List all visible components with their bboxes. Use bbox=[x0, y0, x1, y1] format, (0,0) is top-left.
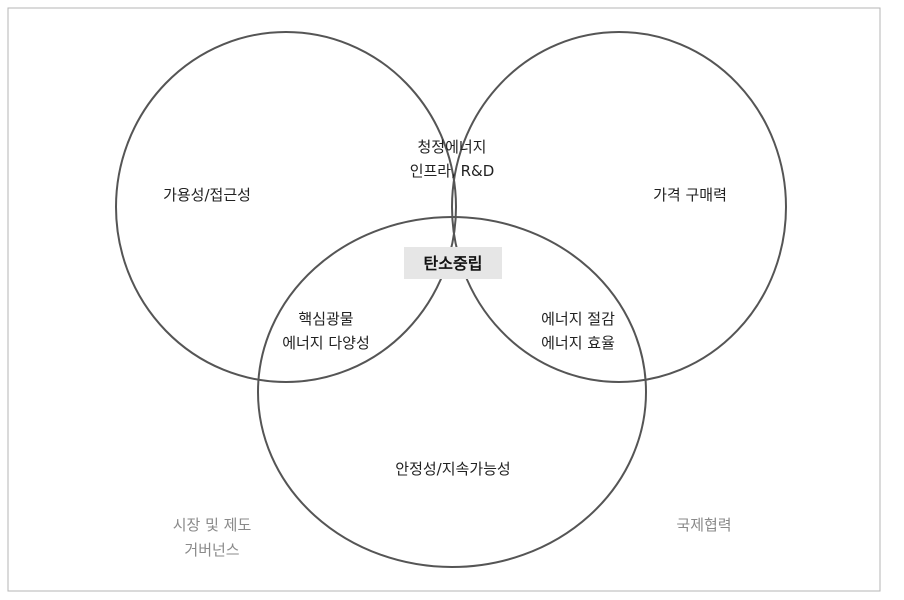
overlap-top-line2: 인프라, R&D bbox=[410, 162, 495, 180]
overlap-top-line1: 청정에너지 bbox=[417, 138, 486, 156]
outside-bottom-left-line1: 시장 및 제도 bbox=[173, 516, 252, 534]
outside-bottom-left-line2: 거버넌스 bbox=[184, 541, 239, 559]
label-availability: 가용성/접근성 bbox=[163, 186, 251, 204]
circle-sustainability bbox=[257, 216, 647, 568]
label-sustainability: 안정성/지속가능성 bbox=[395, 460, 510, 478]
overlap-right-line2: 에너지 효율 bbox=[541, 334, 615, 352]
center-label: 탄소중립 bbox=[424, 254, 483, 273]
label-affordability: 가격 구매력 bbox=[653, 186, 727, 204]
circle-affordability bbox=[451, 31, 787, 383]
overlap-left-line2: 에너지 다양성 bbox=[282, 334, 370, 352]
outside-bottom-right: 국제협력 bbox=[676, 516, 731, 534]
overlap-right-line1: 에너지 절감 bbox=[541, 310, 615, 328]
center-highlight-box bbox=[404, 247, 502, 279]
overlap-left-line1: 핵심광물 bbox=[298, 310, 353, 328]
diagram-frame bbox=[7, 7, 881, 592]
circle-availability bbox=[115, 31, 457, 383]
